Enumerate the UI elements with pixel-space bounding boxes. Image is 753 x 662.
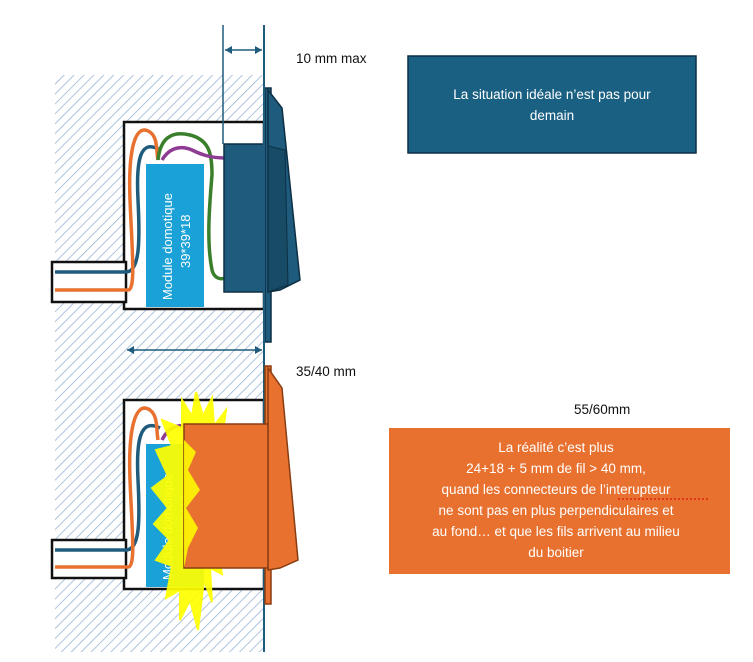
switch-plate-top-shade [267, 145, 289, 293]
label-35-40mm: 35/40 mm [296, 364, 356, 379]
spark-front-edge [184, 440, 200, 568]
ideal-line-2: demain [530, 108, 574, 123]
label-55-60mm: 55/60mm [574, 402, 630, 417]
ideal-situation-box [407, 55, 697, 154]
reality-line-4: ne sont pas en plus perpendiculaires et [439, 503, 674, 518]
reality-line-6: du boitier [528, 545, 584, 560]
switch-plate-bottom [267, 365, 299, 571]
switch-body-bottom [183, 423, 269, 569]
reality-line-1: La réalité c’est plus [498, 440, 614, 455]
reality-line-2: 24+18 + 5 mm de fil > 40 mm, [466, 461, 646, 476]
switch-body-top [223, 143, 269, 293]
arrowhead-right-35 [255, 346, 262, 354]
wire-green-top [156, 132, 226, 281]
wall-hatching [55, 75, 263, 652]
arrowhead-left-10mm [225, 46, 232, 54]
arrowhead-left-35 [127, 346, 134, 354]
conduit-bottom [50, 538, 128, 580]
module-top-size: 39*39*18 [178, 215, 193, 269]
wire-orange-bottom [55, 406, 160, 569]
arrowhead-right-10mm [255, 46, 262, 54]
reality-line-5: au fond… et que les fils arrivent au mil… [432, 524, 680, 539]
reality-box [389, 428, 730, 574]
reality-line-3: quand les connecteurs de l’interupteur [442, 482, 671, 497]
conduit-top [50, 260, 128, 304]
label-10mm-max: 10 mm max [296, 51, 367, 66]
wire-purple-top [160, 145, 226, 161]
ideal-line-1: La situation idéale n’est pas pour [453, 87, 651, 102]
wire-orange-top [55, 128, 160, 292]
module-top-name: Module domotique [160, 193, 175, 300]
module-top [146, 164, 204, 307]
